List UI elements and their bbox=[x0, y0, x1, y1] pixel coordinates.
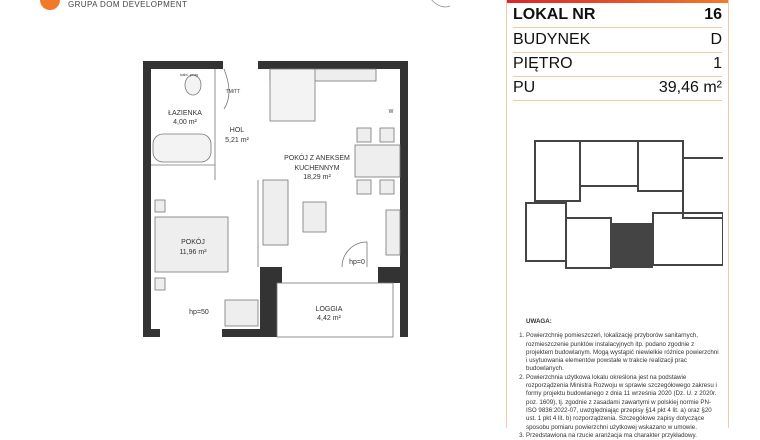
room-area: 5,21 m² bbox=[225, 137, 249, 144]
highlighted-unit bbox=[611, 223, 653, 268]
logo bbox=[40, 0, 60, 10]
room-area: 18,29 m² bbox=[303, 174, 331, 181]
info-value: 1 bbox=[713, 55, 722, 72]
kabl-mark: kabl. prog bbox=[180, 72, 198, 77]
notes: UWAGA: Powierzchnię pomieszczeń, lokaliz… bbox=[515, 318, 720, 440]
info-value: 16 bbox=[704, 6, 722, 23]
info-row-pietro: PIĘTRO 1 bbox=[513, 52, 722, 77]
room-name-2: KUCHENNYM bbox=[294, 165, 339, 172]
info-row-budynek: BUDYNEK D bbox=[513, 28, 722, 53]
room-name: POKÓJ Z ANEKSEM bbox=[284, 153, 350, 162]
sill-mark: hp=50 bbox=[189, 309, 209, 316]
room-name: POKÓJ bbox=[181, 237, 205, 246]
notes-title: UWAGA: bbox=[526, 318, 552, 325]
compass-icon bbox=[431, 0, 451, 8]
w-mark: W bbox=[389, 109, 394, 115]
info-row-lokal: LOKAL NR 16 bbox=[513, 3, 722, 28]
room-area: 4,42 m² bbox=[317, 315, 341, 322]
info-value: D bbox=[710, 31, 722, 48]
room-name: HOL bbox=[230, 127, 245, 134]
note-item: Powierzchnię pomieszczeń, lokalizację pr… bbox=[526, 332, 720, 373]
threshold-mark: hp=0 bbox=[349, 259, 365, 266]
furniture bbox=[151, 68, 401, 338]
info-label: PIĘTRO bbox=[513, 55, 573, 72]
building-key-plan bbox=[525, 140, 723, 269]
info-label: PU bbox=[513, 79, 536, 96]
room-name: ŁAZIENKA bbox=[168, 110, 202, 117]
loggia-outline bbox=[276, 282, 394, 338]
note-item: Przedstawiona na rzucie aranżacja ma cha… bbox=[526, 432, 720, 440]
accent-bar bbox=[507, 0, 728, 3]
room-name: LOGGIA bbox=[316, 306, 343, 313]
info-row-pu: PU 39,46 m² bbox=[513, 76, 722, 101]
info-label: LOKAL NR bbox=[513, 6, 596, 23]
note-item: Powierzchnia użytkowa lokalu określona j… bbox=[526, 374, 720, 432]
floor-plan: ŁAZIENKA 4,00 m² HOL 5,21 m² POKÓJ Z ANE… bbox=[143, 0, 451, 338]
info-label: BUDYNEK bbox=[513, 31, 591, 48]
walls bbox=[143, 61, 408, 337]
room-area: 11,96 m² bbox=[179, 249, 207, 256]
info-panel: LOKAL NR 16 BUDYNEK D PIĘTRO 1 PU 39,46 m² U… bbox=[506, 0, 729, 439]
brand-subtitle: GRUPA DOM DEVELOPMENT bbox=[68, 0, 188, 9]
room-area: 4,00 m² bbox=[173, 119, 197, 126]
info-value: 39,46 m² bbox=[658, 79, 722, 96]
tmtt-mark: TM/TT bbox=[226, 89, 241, 95]
